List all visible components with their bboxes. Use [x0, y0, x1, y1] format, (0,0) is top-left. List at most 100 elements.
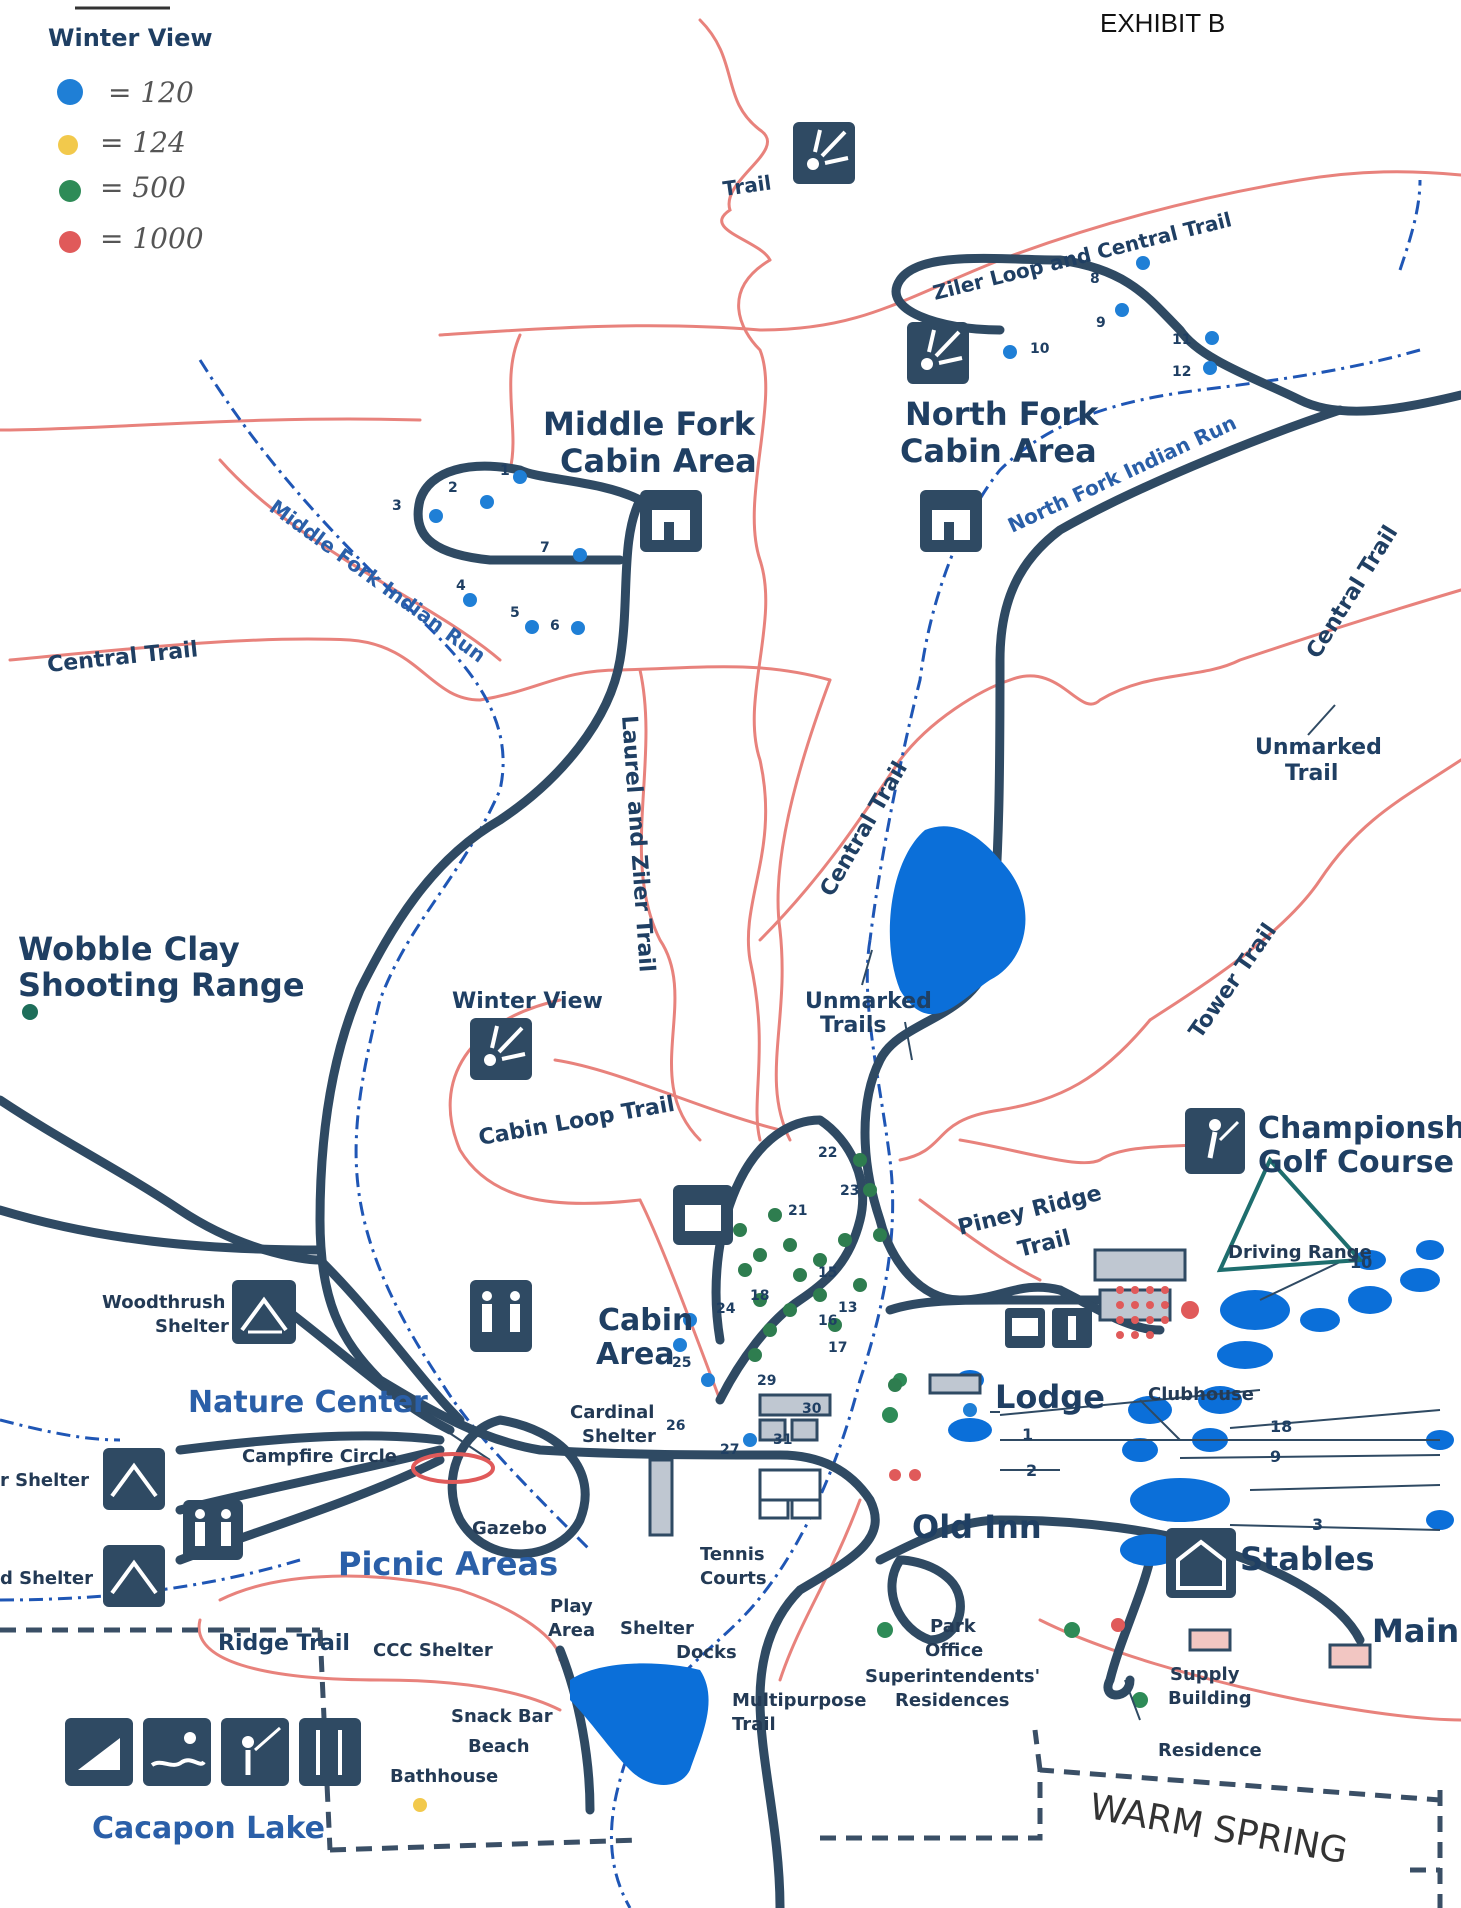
cabin-number: 26 [666, 1418, 685, 1434]
boat-ramp-icon [65, 1718, 133, 1786]
legend: = 120 = 124 = 500 = 1000 [57, 76, 204, 255]
campfire-circle-ring [411, 1452, 495, 1484]
cabin-number: 25 [672, 1355, 691, 1371]
cabin-icon [640, 490, 702, 552]
legend-swatch-red [59, 231, 81, 253]
label-unmarked-trail-1: Unmarked [1255, 735, 1382, 760]
label-piney-1: Piney Ridge [955, 1181, 1104, 1241]
swimming-icon [143, 1718, 211, 1786]
label-cabin-area-1: Cabin [598, 1303, 693, 1338]
golf-hole-number: 18 [1270, 1417, 1292, 1436]
label-driving-range: Driving Range [1228, 1242, 1372, 1263]
label-main: Main [1372, 1612, 1459, 1650]
label-multipurpose-2: Trail [732, 1714, 776, 1735]
cabin-number: 30 [802, 1401, 822, 1417]
pointer-arrows [429, 704, 1336, 1721]
label-ccc-shelter: CCC Shelter [373, 1640, 493, 1661]
label-superintendents-2: Residences [895, 1690, 1009, 1711]
legend-swatch-green [59, 180, 81, 202]
label-supply-2: Building [1168, 1688, 1252, 1709]
label-middle-fork-2: Cabin Area [560, 442, 757, 480]
cabin-number: 16 [818, 1313, 837, 1329]
scenic-view-icon [907, 322, 969, 384]
cabin-number: 3 [392, 498, 402, 514]
label-tennis-1: Tennis [700, 1544, 765, 1565]
shelter-icon [103, 1448, 165, 1510]
label-park-1: Park [930, 1616, 977, 1637]
legend-value-red: = 1000 [100, 222, 204, 255]
roads [0, 253, 1461, 1908]
golf-hole-number: 9 [1270, 1447, 1281, 1466]
golf-hole-numbers: 10 1 18 2 9 3 [1022, 1253, 1372, 1534]
cabin-numbers: 1 2 3 4 5 6 7 8 9 10 11 12 13 15 16 17 1… [392, 271, 1191, 1458]
label-cardinal-2: Shelter [582, 1426, 656, 1447]
legend-value-blue: = 120 [108, 76, 194, 109]
cabin-number: 22 [818, 1145, 837, 1161]
label-cacapon-lake: Cacapon Lake [92, 1811, 325, 1846]
cabin-area-green-dots [733, 1153, 902, 1392]
cabin-number: 13 [838, 1300, 857, 1316]
label-supply-1: Supply [1170, 1664, 1240, 1685]
label-cardinal-1: Cardinal [570, 1402, 654, 1423]
cabin-number: 10 [1030, 341, 1050, 357]
label-golf-2: Golf Course [1258, 1145, 1454, 1180]
label-snack-bar: Snack Bar [451, 1706, 553, 1727]
label-laurel-ziler: Laurel and Ziler Trail [616, 715, 659, 973]
cabin-number: 24 [716, 1301, 736, 1317]
golf-icon [1185, 1108, 1245, 1174]
cabin-number: 9 [1096, 315, 1106, 331]
golf-hole-number: 1 [1022, 1425, 1033, 1444]
label-superintendents-1: Superintendents' [865, 1666, 1040, 1687]
label-piney-2: Trail [1015, 1226, 1073, 1263]
cabin-number: 15 [818, 1265, 837, 1281]
label-central-trail-left: Central Trail [46, 637, 199, 678]
label-tennis-2: Courts [700, 1568, 767, 1589]
cabin-number: 29 [757, 1373, 776, 1389]
label-picnic: Picnic Areas [338, 1545, 558, 1583]
golf-hole-number: 3 [1312, 1515, 1323, 1534]
cabin-number: 31 [773, 1432, 792, 1448]
label-shelter-left-2: d Shelter [0, 1568, 93, 1589]
label-wobble-1: Wobble Clay [18, 930, 240, 968]
tennis-courts [758, 1468, 822, 1520]
upper-lake [889, 826, 1026, 1015]
label-multipurpose-1: Multipurpose [732, 1690, 866, 1711]
label-stables: Stables [1240, 1540, 1375, 1578]
cabin-number: 5 [510, 605, 520, 621]
golf-hole-lines [990, 1261, 1441, 1531]
shelter-icon [232, 1280, 296, 1344]
legend-value-green: = 500 [100, 171, 186, 204]
label-cabin-area-2: Area [596, 1337, 675, 1372]
label-tower-trail: Tower Trail [1184, 919, 1282, 1043]
cabin-number: 23 [840, 1183, 859, 1199]
label-play-1: Play [550, 1596, 593, 1617]
label-middle-fork-1: Middle Fork [543, 405, 756, 443]
label-shelter: Shelter [620, 1618, 694, 1639]
cabin-number: 27 [720, 1442, 739, 1458]
buildings [648, 1248, 1372, 1669]
restroom-icon [470, 1280, 532, 1352]
cabin-number: 4 [456, 578, 466, 594]
dining-icon [299, 1718, 361, 1786]
label-warm-spring: WARM SPRING [1086, 1786, 1350, 1872]
label-docks: Docks [676, 1642, 737, 1663]
label-bathhouse: Bathhouse [390, 1766, 498, 1787]
label-north-fork-2: Cabin Area [900, 432, 1097, 470]
cabin-number: 11 [1172, 332, 1191, 348]
lodge-red-dots [1116, 1286, 1169, 1339]
label-park-2: Office [925, 1640, 983, 1661]
label-old-inn: Old Inn [912, 1508, 1042, 1546]
cabin-number: 21 [788, 1203, 807, 1219]
label-clubhouse: Clubhouse [1148, 1384, 1254, 1405]
label-lodge: Lodge [995, 1378, 1105, 1416]
label-central-trail-right: Central Trail [1302, 521, 1403, 663]
legend-value-yellow: = 124 [100, 126, 186, 159]
scenic-view-icon [470, 1018, 532, 1080]
lodge-icons [1005, 1308, 1092, 1348]
label-winter-view: Winter View [452, 989, 603, 1014]
label-beach: Beach [468, 1736, 530, 1757]
label-shelter-left-1: r Shelter [0, 1470, 89, 1491]
label-unmarked-trails-1: Unmarked [805, 989, 932, 1014]
winter-view-dots [22, 256, 1219, 1812]
label-gazebo: Gazebo [472, 1518, 547, 1539]
